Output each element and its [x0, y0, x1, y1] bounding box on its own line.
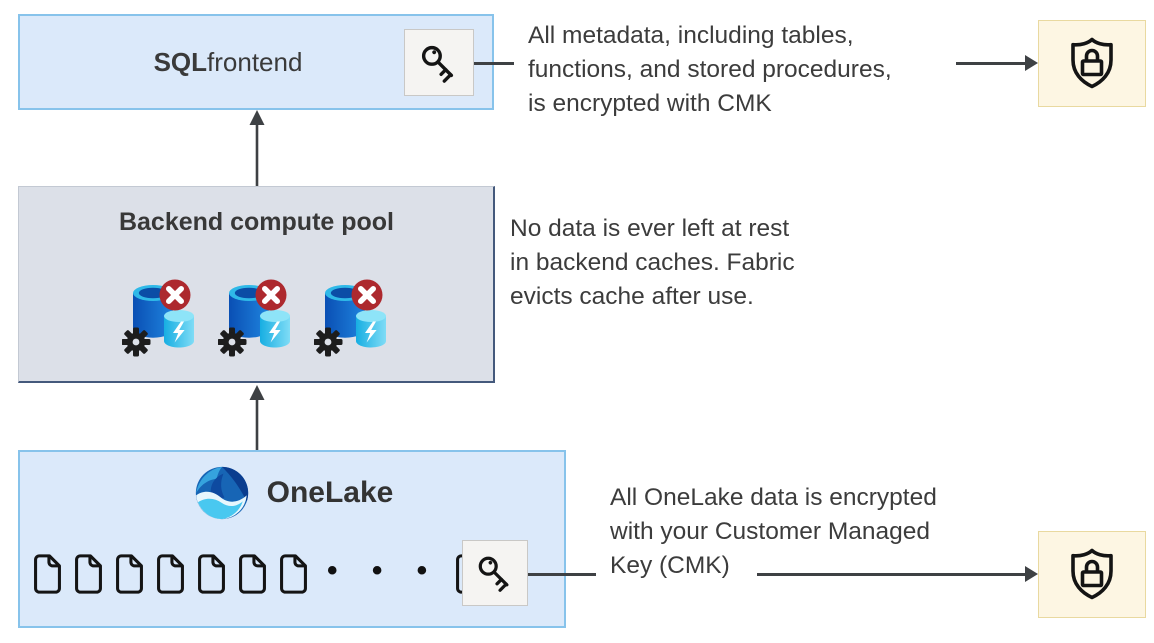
connector-line [528, 573, 596, 576]
ellipsis-dots: • • • [327, 554, 441, 587]
annotation-line: All metadata, including tables, [528, 22, 854, 49]
sql-frontend-title-bold: SQL [153, 46, 208, 77]
document-icon [153, 553, 188, 595]
sql-key-chip [404, 29, 474, 96]
annotation-line: All OneLake data is encrypted [610, 484, 937, 511]
annotation-line: is encrypted with CMK [528, 90, 772, 117]
documents-row: • • • [30, 553, 487, 595]
onelake-annotation: All OneLake data is encrypted with your … [610, 481, 937, 583]
metadata-annotation: All metadata, including tables, function… [528, 19, 892, 121]
connector-line [474, 62, 514, 65]
onelake-shield-chip [1038, 531, 1146, 618]
onelake-title: OneLake [266, 476, 394, 509]
cache-annotation: No data is ever left at rest in backend … [510, 212, 795, 314]
sql-frontend-title-rest: frontend [207, 46, 303, 77]
document-icon [276, 553, 311, 595]
document-icon [112, 553, 147, 595]
annotation-line: in backend caches. Fabric [510, 249, 795, 276]
annotation-line: with your Customer Managed [610, 518, 931, 545]
cache-evicted-icon [122, 276, 200, 358]
annotation-line: evicts cache after use. [510, 283, 754, 310]
backend-pool-title: Backend compute pool [118, 208, 395, 236]
arrowhead-right-icon [1025, 55, 1038, 71]
cache-evicted-icon [218, 276, 296, 358]
cache-icons-row [18, 276, 495, 358]
document-icon [194, 553, 229, 595]
connector-line [956, 62, 1026, 65]
annotation-line: functions, and stored procedures, [528, 56, 892, 83]
document-icon [71, 553, 106, 595]
sql-frontend-title: SQL frontend [18, 14, 438, 110]
connector-line [757, 573, 1026, 576]
annotation-line: Key (CMK) [610, 552, 730, 579]
onelake-header: OneLake [18, 462, 566, 524]
onelake-key-chip [462, 540, 528, 606]
backend-compute-pool-box [18, 186, 495, 383]
document-icon [235, 553, 270, 595]
shield-lock-icon [1065, 546, 1119, 604]
arrow-onelake-to-backend [249, 385, 265, 450]
arrowhead-right-icon [1025, 566, 1038, 582]
shield-lock-icon [1065, 35, 1119, 93]
cache-evicted-icon [314, 276, 392, 358]
key-icon [416, 40, 462, 86]
annotation-line: No data is ever left at rest [510, 215, 790, 242]
document-icon [30, 553, 65, 595]
metadata-shield-chip [1038, 20, 1146, 107]
key-icon [473, 551, 517, 595]
arrow-backend-to-sql [249, 110, 265, 188]
onelake-logo [191, 462, 253, 524]
